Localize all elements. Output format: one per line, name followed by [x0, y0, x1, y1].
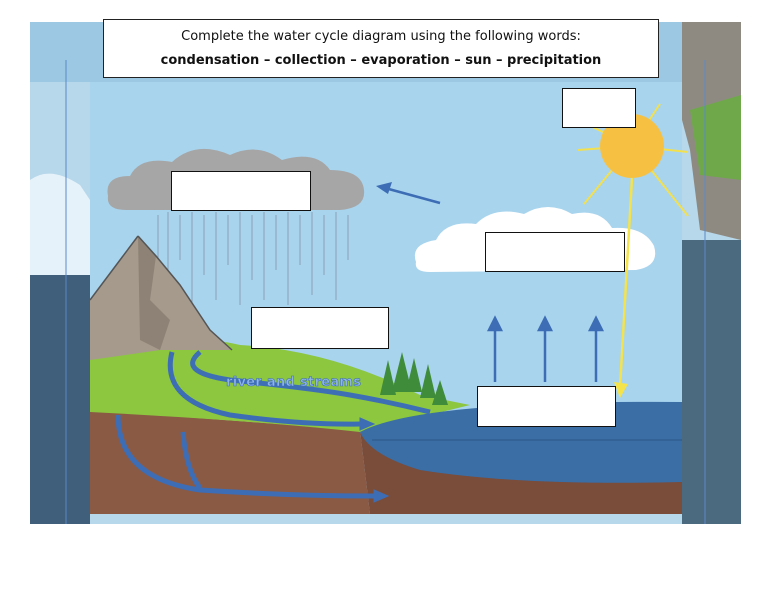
river — [190, 350, 431, 415]
answer-box-sun[interactable] — [562, 88, 636, 128]
answer-box-rain-cloud[interactable] — [171, 171, 311, 211]
mountain — [89, 235, 233, 360]
trees — [380, 352, 448, 405]
evaporation-arrows — [486, 315, 605, 382]
answer-box-mountain-slope[interactable] — [251, 307, 389, 349]
main-illustration — [89, 82, 689, 514]
soil — [90, 410, 370, 514]
instructions-line-1: Complete the water cycle diagram using t… — [181, 29, 581, 44]
word-bank: condensation – collection – evaporation … — [160, 53, 602, 68]
river-label: river and streams — [226, 375, 362, 391]
instructions-box: Complete the water cycle diagram using t… — [103, 19, 659, 78]
sun — [577, 103, 689, 398]
answer-box-white-cloud[interactable] — [485, 232, 625, 272]
answer-box-sea[interactable] — [477, 386, 616, 427]
water-flow-arrows — [115, 351, 390, 503]
condensation-arrow — [376, 182, 441, 205]
